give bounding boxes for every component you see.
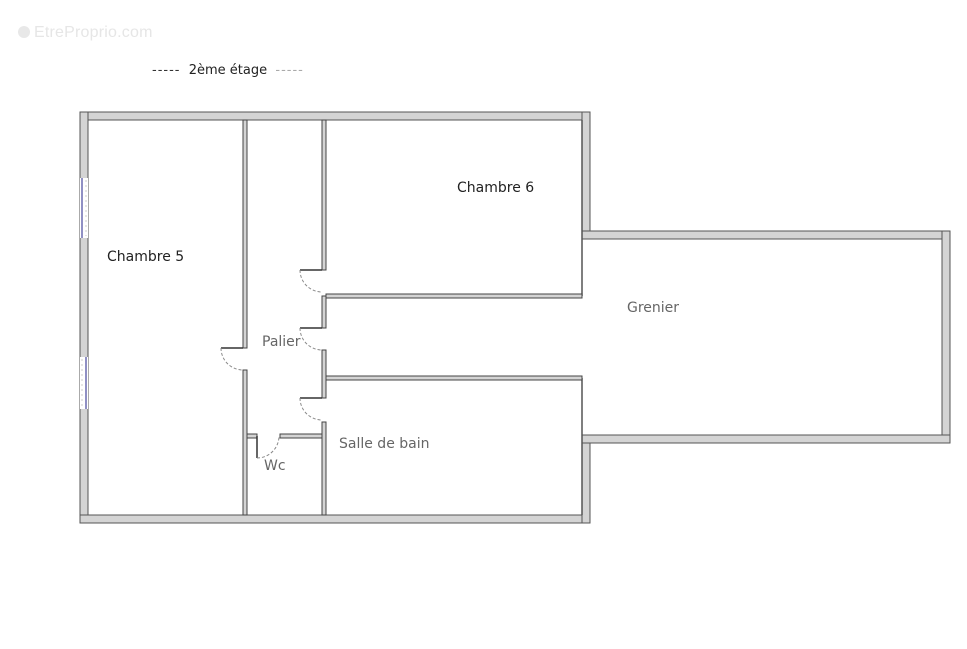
- dash-left: -----: [152, 63, 181, 78]
- wall-sdb-right: [581, 435, 591, 524]
- floor-title-text: 2ème étage: [188, 63, 268, 78]
- wall-sdb-top: [325, 375, 583, 381]
- wall-left: [79, 111, 89, 523]
- floor-title: ----- 2ème étage -----: [152, 63, 304, 78]
- wall-bottom: [79, 514, 591, 524]
- watermark-text: EtreProprio.com: [34, 24, 153, 41]
- wall-palier-sdb-lower: [321, 421, 327, 516]
- dash-right: -----: [275, 63, 304, 78]
- room-grenier: Grenier: [627, 300, 680, 316]
- wall-ch6-right: [581, 111, 591, 239]
- wall-ch5-palier-upper: [242, 119, 248, 349]
- wall-grenier-right: [941, 230, 951, 444]
- watermark-logo-icon: [18, 26, 30, 38]
- wall-wc-top-left: [246, 433, 258, 439]
- wall-palier-mid: [321, 295, 327, 329]
- wall-wc-top: [279, 433, 323, 439]
- wall-ch6-bottom: [325, 293, 583, 299]
- wall-ch5-palier-lower: [242, 369, 248, 516]
- door-icon: [221, 269, 322, 458]
- room-salle-de-bain: Salle de bain: [339, 436, 430, 452]
- window-icon: [80, 178, 88, 409]
- room-chambre-6: Chambre 6: [457, 180, 535, 196]
- wall-palier-sdb-upper: [321, 349, 327, 399]
- room-wc: Wc: [264, 458, 286, 474]
- wall-palier-ch6-upper: [321, 119, 327, 271]
- wall-top: [79, 111, 591, 121]
- room-palier: Palier: [262, 334, 301, 350]
- watermark: EtreProprio.com: [18, 24, 153, 42]
- wall-grenier-bottom: [581, 434, 951, 444]
- room-chambre-5: Chambre 5: [107, 249, 185, 265]
- wall-grenier-top: [581, 230, 951, 240]
